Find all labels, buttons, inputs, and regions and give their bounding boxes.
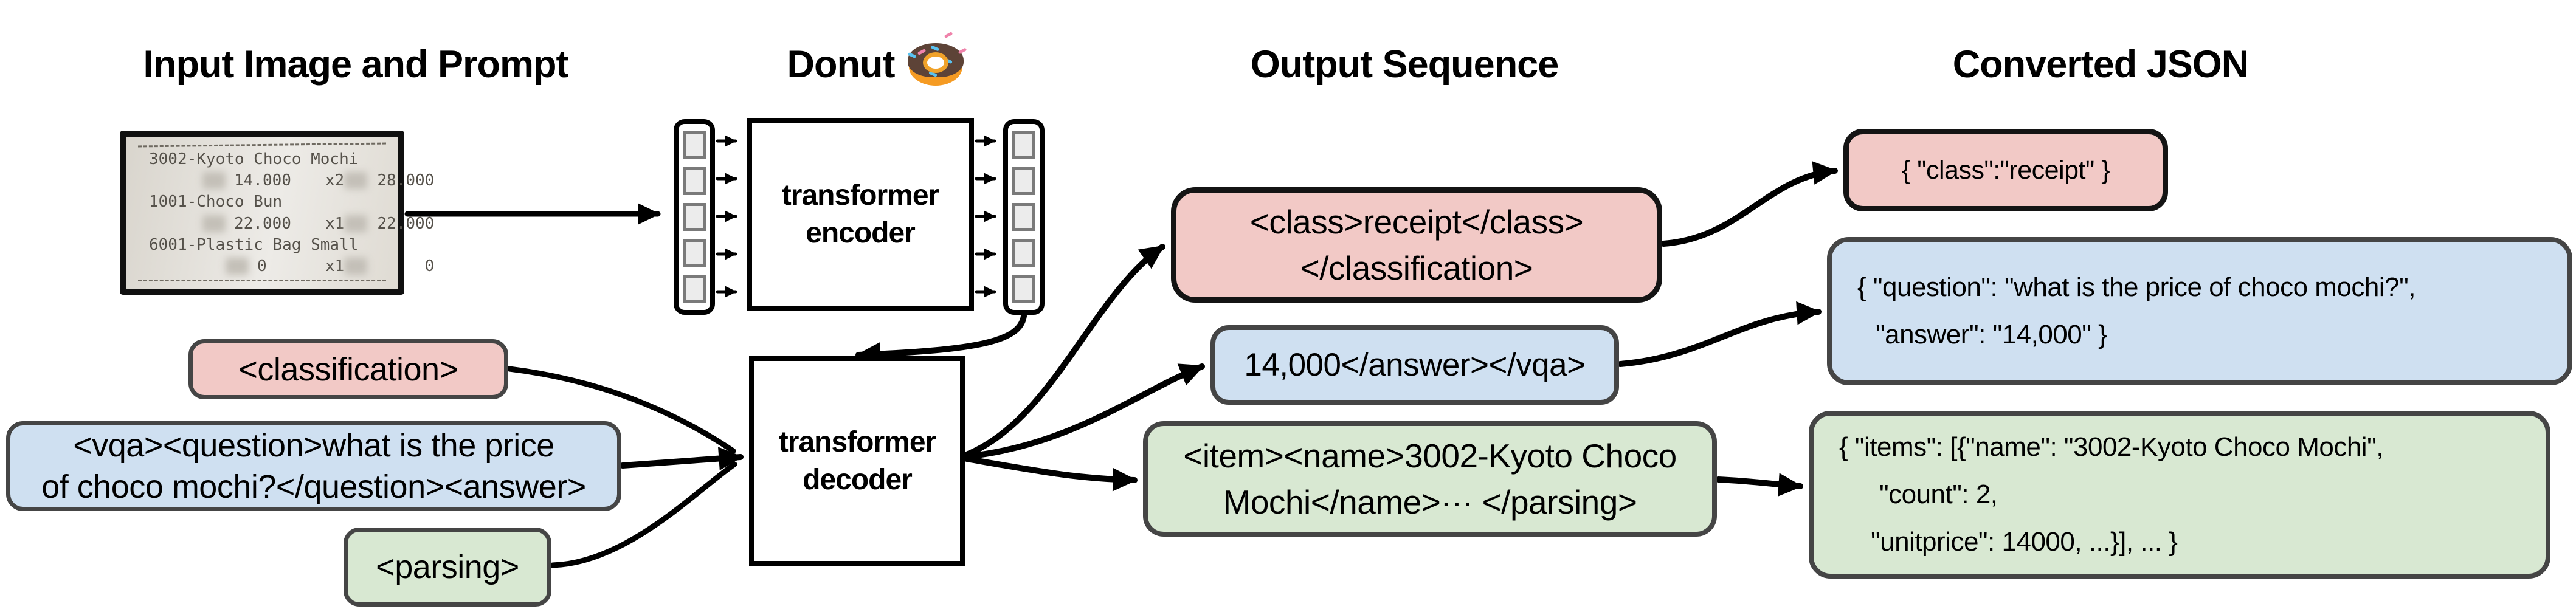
prompt-vqa-line1: <vqa><question>what is the price <box>73 427 554 464</box>
patch-token <box>683 131 706 160</box>
receipt-item-price-row: 0 x1 0 <box>134 256 434 275</box>
encoded-patch-token-strip <box>1003 119 1045 315</box>
patch-token <box>1012 274 1035 303</box>
arrow-output-to-json-classification <box>1660 161 1838 247</box>
decoder-label-line2: decoder <box>803 463 913 496</box>
column-header-input-image-and-prompt: Input Image and Prompt <box>143 43 568 86</box>
receipt-quantity: x1 <box>325 256 345 275</box>
patch-token <box>1012 131 1035 160</box>
output-parsing-line2: Mochi</name>··· </parsing> <box>1223 483 1637 521</box>
json-vqa-box: { "question": "what is the price of choc… <box>1827 237 2572 385</box>
prompt-vqa-box: <vqa><question>what is the price of choc… <box>6 421 621 511</box>
prompt-classification-text: <classification> <box>238 351 458 388</box>
receipt-dashed-rule-top <box>137 142 387 148</box>
output-parsing-line1: <item><name>3002-Kyoto Choco <box>1183 437 1677 475</box>
encoder-label-line1: transformer <box>781 179 939 211</box>
prompt-vqa-line2: of choco mochi?</question><answer> <box>41 469 586 505</box>
model-title: Donut <box>787 43 896 86</box>
patch-token <box>683 167 706 196</box>
arrow-decoder-to-output-vqa <box>964 363 1205 459</box>
json-parsing-line3: "unitprice": 14000, ...}], ... } <box>1871 527 2178 557</box>
prompt-parsing-text: <parsing> <box>376 549 519 585</box>
receipt-image: 3002-Kyoto Choco Mochi 14.000 x2 28.000 … <box>120 131 434 295</box>
receipt-item-name: 1001-Choco Bun <box>149 193 283 211</box>
receipt-item-name: 6001-Plastic Bag Small <box>149 235 359 254</box>
transformer-encoder-box: transformer encoder <box>747 118 974 311</box>
column-header-model: Donut <box>763 43 988 86</box>
donut-emoji-icon <box>908 43 964 86</box>
receipt-redaction-blur <box>344 215 368 232</box>
arrow-encoder-to-decoder <box>855 313 1027 366</box>
patch-token <box>1012 238 1035 267</box>
receipt-redaction-blur <box>202 215 226 232</box>
json-classification-box: { "class":"receipt" } <box>1843 129 2168 211</box>
arrow-decoder-to-output-classification <box>964 244 1165 458</box>
json-parsing-line1: { "items": [{"name": "3002-Kyoto Choco M… <box>1839 432 2383 462</box>
receipt-redaction-blur <box>226 257 249 275</box>
arrow-prompt-classification-to-decoder <box>506 366 736 454</box>
prompt-parsing-box: <parsing> <box>344 528 551 607</box>
output-classification-line1: <class>receipt</class> <box>1249 203 1584 241</box>
receipt-quantity: x2 <box>325 171 345 190</box>
decoder-label-line1: transformer <box>778 425 936 458</box>
json-parsing-line2: "count": 2, <box>1879 480 1998 509</box>
json-vqa-line1: { "question": "what is the price of choc… <box>1857 272 2415 302</box>
receipt-redaction-blur <box>344 257 368 275</box>
arrow-decoder-to-output-parsing <box>964 456 1138 492</box>
patch-token <box>683 274 706 303</box>
output-classification-line2: </classification> <box>1300 249 1533 287</box>
patch-token <box>1012 202 1035 231</box>
patch-token <box>683 202 706 231</box>
receipt-dashed-rule-bottom <box>138 279 386 281</box>
arrow-output-to-json-vqa <box>1617 301 1822 367</box>
output-vqa-box: 14,000</answer></vqa> <box>1210 325 1619 405</box>
encoder-label-line2: encoder <box>806 217 916 249</box>
transformer-decoder-box: transformer decoder <box>749 356 965 566</box>
receipt-line-total: 28.000 <box>377 171 435 190</box>
patch-token <box>683 238 706 267</box>
output-parsing-box: <item><name>3002-Kyoto Choco Mochi</name… <box>1143 421 1717 537</box>
receipt-unit-price: 0 <box>257 256 267 275</box>
arrow-prompt-vqa-to-decoder <box>620 447 744 470</box>
receipt-line-total: 0 <box>424 256 435 275</box>
arrow-prompt-parsing-to-decoder <box>550 461 737 568</box>
output-vqa-text: 14,000</answer></vqa> <box>1244 347 1586 383</box>
receipt-item-price-row: 22.000 x1 22.000 <box>134 214 434 233</box>
prompt-classification-box: <classification> <box>188 339 508 399</box>
receipt-redaction-blur <box>344 172 368 190</box>
json-vqa-line2: "answer": "14,000" } <box>1876 320 2107 349</box>
patch-token <box>1012 167 1035 196</box>
receipt-item-name: 3002-Kyoto Choco Mochi <box>149 150 359 169</box>
arrow-output-to-json-parsing <box>1715 473 1803 497</box>
receipt-item-price-row: 14.000 x2 28.000 <box>134 171 434 190</box>
receipt-quantity: x1 <box>325 214 345 233</box>
donut-hole <box>927 57 945 69</box>
receipt-redaction-blur <box>202 172 226 190</box>
receipt-unit-price: 22.000 <box>234 214 291 233</box>
receipt-unit-price: 14.000 <box>234 171 291 190</box>
output-classification-box: <class>receipt</class> </classification> <box>1171 187 1662 303</box>
column-header-converted-json: Converted JSON <box>1952 43 2250 86</box>
json-classification-text: { "class":"receipt" } <box>1901 155 2110 185</box>
receipt-line-total: 22.000 <box>377 214 435 233</box>
json-parsing-box: { "items": [{"name": "3002-Kyoto Choco M… <box>1809 411 2550 579</box>
column-header-output-sequence: Output Sequence <box>1250 43 1559 86</box>
input-patch-token-strip <box>674 119 715 315</box>
